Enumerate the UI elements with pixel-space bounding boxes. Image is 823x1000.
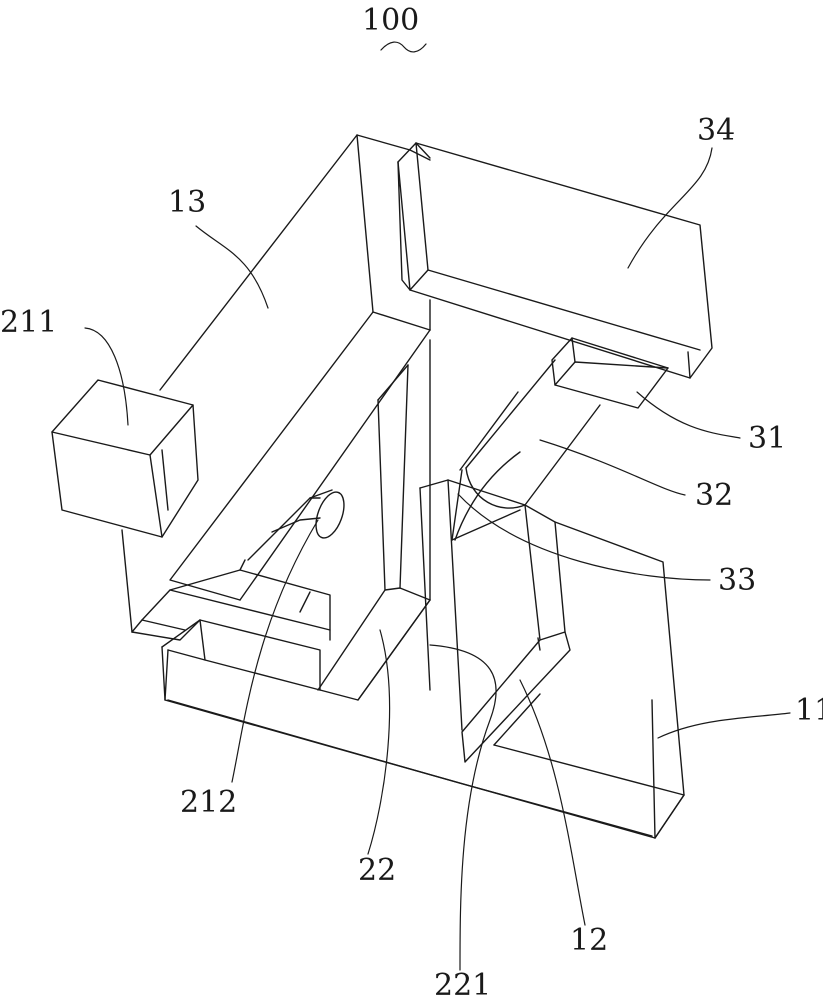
- label-212: 212: [180, 785, 237, 820]
- leader-12: [519, 679, 586, 926]
- block-31: [551, 337, 669, 409]
- leader-33: [457, 493, 711, 581]
- label-31: 31: [748, 421, 786, 456]
- base-plate-11: [161, 521, 685, 839]
- label-221: 221: [434, 968, 491, 1000]
- frame-13: [121, 134, 431, 633]
- block-211: [51, 379, 199, 538]
- leader-31: [636, 391, 741, 439]
- cylinder-32: [451, 359, 601, 541]
- leader-lines: [84, 147, 791, 971]
- label-32: 32: [695, 478, 733, 513]
- leader-34: [627, 147, 713, 269]
- label-211: 211: [0, 305, 57, 340]
- figure-number: 100: [362, 3, 419, 38]
- label-13: 13: [168, 185, 206, 220]
- leader-22: [367, 629, 391, 855]
- label-11: 11: [795, 693, 823, 728]
- label-12: 12: [570, 923, 608, 958]
- label-33: 33: [718, 563, 756, 598]
- leader-212: [231, 519, 319, 783]
- leader-13: [195, 225, 269, 309]
- top-plate-34: [397, 142, 713, 379]
- leader-11: [657, 712, 791, 739]
- bracket-12: [419, 479, 571, 763]
- cylinder-212: [247, 489, 345, 561]
- leader-221: [429, 644, 497, 971]
- block-22: [317, 339, 431, 701]
- label-34: 34: [697, 113, 735, 148]
- leader-211: [84, 327, 129, 426]
- label-22: 22: [358, 853, 396, 888]
- figure-tilde: [380, 41, 427, 53]
- step-structure: [131, 559, 331, 691]
- leader-32: [539, 439, 686, 496]
- reference-labels: 13 211 34 31 32 33 11 212 22 12 221: [0, 113, 823, 1000]
